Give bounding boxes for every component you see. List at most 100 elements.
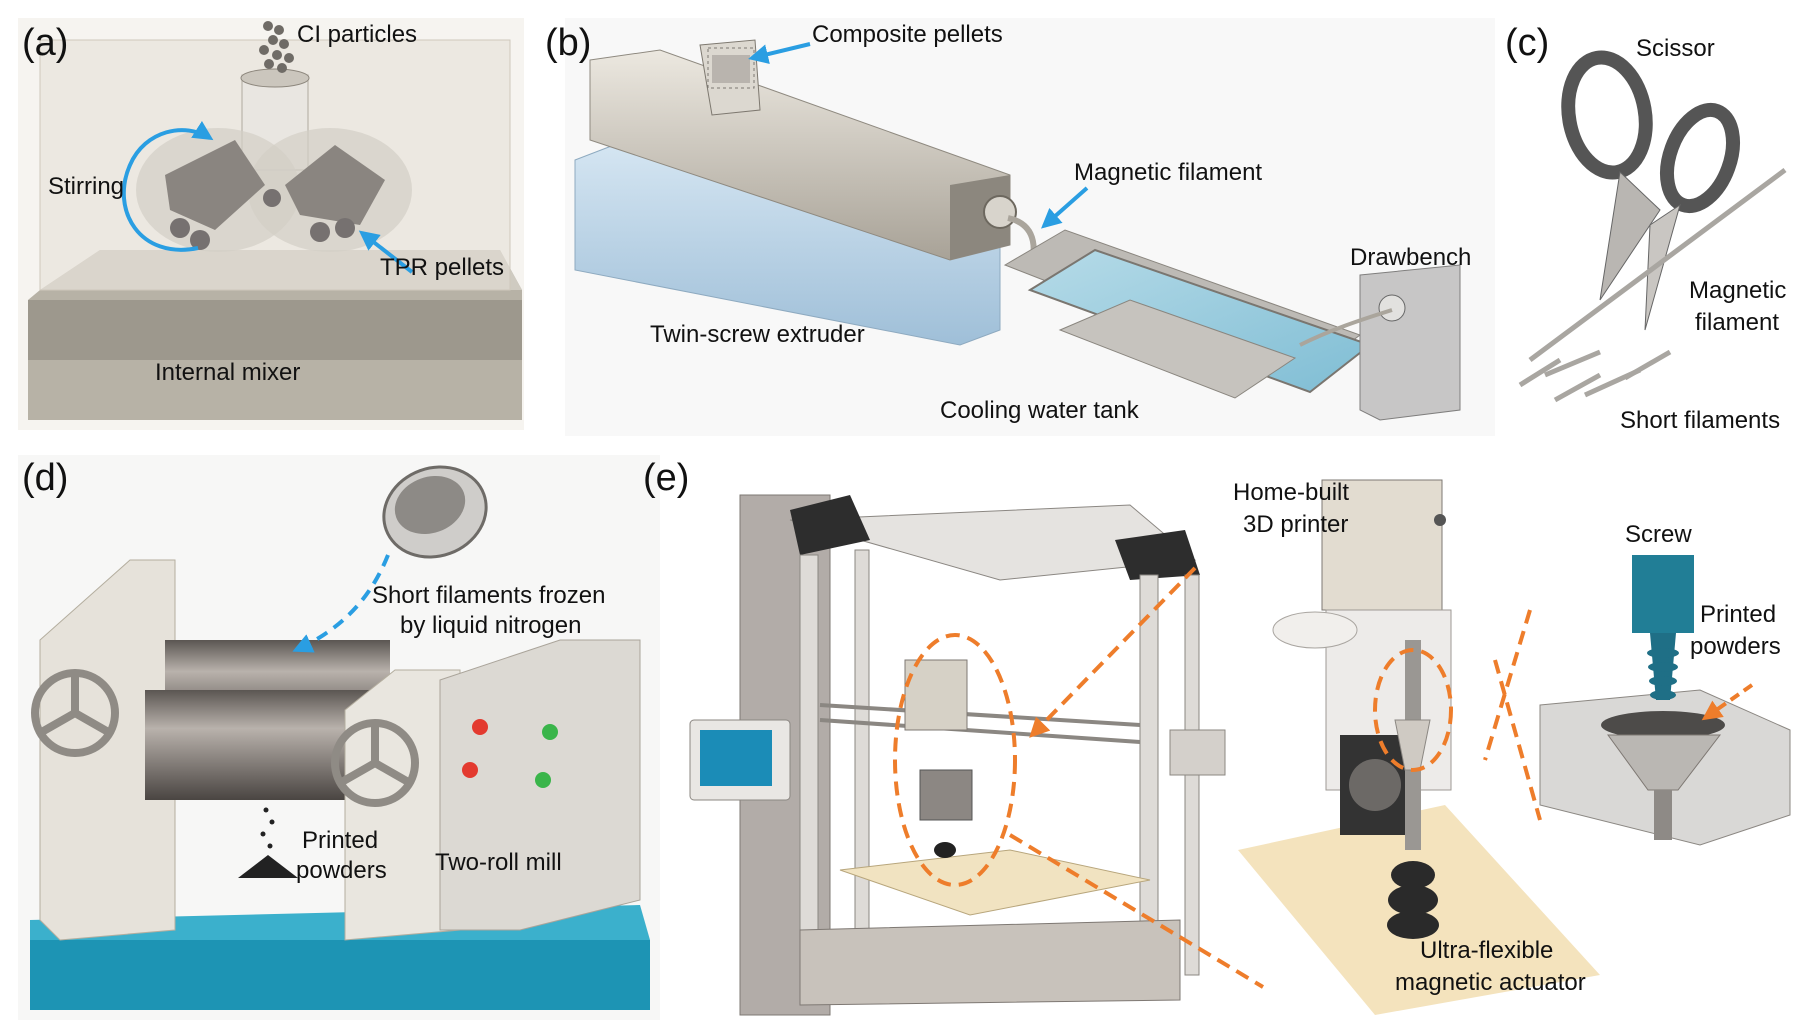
screw-detail (1539, 555, 1791, 846)
panel-c: (c) Scissor Magnetic filament Short fila… (1505, 22, 1787, 434)
printed-powders-pile (238, 807, 298, 878)
printed-actuator-small (934, 842, 956, 858)
mixer-front-face (28, 300, 522, 360)
magnetic-filament-arrow (1041, 186, 1089, 229)
printer-post-1 (799, 554, 819, 986)
scissor-handle-left (1561, 50, 1653, 180)
screw-zoom-guide-upper (1483, 609, 1532, 761)
cooling-water-tank-label: Cooling water tank (940, 397, 1140, 424)
actuator-label-line1: Ultra-flexible (1420, 937, 1553, 964)
printer-corner-right (1115, 530, 1200, 580)
two-roll-mill-label: Two-roll mill (435, 849, 562, 876)
printed-powders-label-d-line1: Printed (302, 827, 378, 854)
home-built-label-line1: Home-built (1233, 479, 1349, 506)
magnetic-filament-label-c-line1: Magnetic (1689, 277, 1786, 304)
scissor-handle-right (1660, 102, 1740, 214)
scissor-blade-right (1644, 203, 1681, 331)
roller-front (145, 690, 380, 800)
zoomed-motor-screw-hole (1434, 514, 1446, 526)
printer-frame (739, 494, 1226, 1016)
ci-particles-label: CI particles (297, 21, 417, 48)
home-built-label-line2: 3D printer (1243, 511, 1348, 538)
printer-rail-1 (819, 703, 1141, 727)
tank-base (1058, 299, 1297, 399)
printed-powders-label-e-line2: powders (1690, 633, 1781, 660)
frozen-filaments-arrow (292, 554, 390, 653)
print-head-fan (919, 769, 973, 821)
scissor-label: Scissor (1636, 35, 1715, 62)
zoomed-fan-blade (1349, 759, 1401, 811)
zoomed-powder-hopper (1272, 611, 1358, 649)
print-bed (839, 849, 1151, 916)
panel-a: (a) CI particles Stirring TPR pellets In… (18, 18, 524, 430)
drawbench-body (1359, 264, 1461, 421)
mixer-rotors (136, 128, 412, 252)
hand-wheel-left (31, 669, 119, 757)
mill-base-front (30, 940, 650, 1010)
zoomed-screw-highlight-ellipse (1373, 648, 1453, 772)
bowl-interior (394, 475, 466, 535)
printed-powders-label-d-line2: powders (296, 857, 387, 884)
screw-outlet (1654, 790, 1672, 840)
screw-shaft-top (1632, 555, 1694, 633)
stirring-label: Stirring (48, 173, 124, 200)
zoom-guide-line-lower (1008, 833, 1265, 989)
mill-frame-left (39, 559, 176, 941)
scissor-blade-left (1599, 170, 1661, 301)
filament-to-drawbench (1299, 308, 1393, 347)
panel-c-tag: (c) (1505, 22, 1549, 64)
frozen-label-line1: Short filaments frozen (372, 582, 605, 609)
composite-pellets-icon (707, 47, 755, 89)
short-filaments (1518, 349, 1672, 403)
panel-b: (b) Composite pellets Magnetic filament … (545, 18, 1495, 436)
green-button-2 (535, 772, 551, 788)
tpr-pellets-label: TPR pellets (380, 254, 504, 281)
printer-post-2 (854, 549, 870, 991)
print-head (904, 659, 968, 731)
printer-side-motor (1169, 729, 1226, 776)
frozen-label-line2: by liquid nitrogen (400, 612, 581, 639)
actuator-bellow-3 (1387, 911, 1439, 939)
red-button-2 (462, 762, 478, 778)
home-built-printer-arrow (1029, 566, 1197, 738)
actuator-label-line2: magnetic actuator (1395, 969, 1586, 996)
long-magnetic-filament (1528, 167, 1787, 363)
actuator-bellow-2 (1388, 885, 1438, 915)
screw-threads (1647, 648, 1679, 700)
ci-particles-icon (259, 21, 294, 73)
hopper-rim (240, 68, 310, 88)
drawbench-label: Drawbench (1350, 244, 1471, 271)
internal-mixer-label: Internal mixer (155, 359, 300, 386)
short-filaments-label: Short filaments (1620, 407, 1780, 434)
red-button-1 (472, 719, 488, 735)
screw-zoom-guide-lower (1493, 659, 1542, 821)
hand-wheel-right (331, 719, 419, 807)
screw-powder-bed (1601, 711, 1725, 739)
panel-e-tag: (e) (643, 457, 689, 499)
composite-pellets-label: Composite pellets (812, 21, 1003, 48)
panel-e: (e) Home-built 3D printer Screw Printed … (643, 457, 1791, 1016)
green-button-1 (542, 724, 558, 740)
panel-d-tag: (d) (22, 457, 68, 499)
magnetic-filament-label: Magnetic filament (1074, 159, 1262, 186)
printer-screen-display (700, 730, 772, 786)
printed-powders-label-e-line1: Printed (1700, 601, 1776, 628)
magnetic-filament-label-c-line2: filament (1695, 309, 1779, 336)
screw-label: Screw (1625, 521, 1692, 548)
drawbench-roller (1378, 294, 1406, 322)
composite-pellets-arrow (748, 42, 811, 64)
screw-funnel (1607, 734, 1722, 791)
printer-base (799, 919, 1181, 1006)
panel-a-tag: (a) (22, 22, 68, 64)
printer-rail-2 (819, 718, 1141, 744)
printed-powders-arrow-e (1701, 683, 1754, 721)
extruder-die (983, 195, 1017, 229)
panel-b-tag: (b) (545, 22, 591, 64)
panel-d: (d) Short filaments frozen by liquid nit… (18, 455, 660, 1020)
actuator-bellow-1 (1391, 861, 1435, 889)
zoomed-extruder (1238, 479, 1600, 1015)
stirring-arrow (121, 120, 214, 252)
zoomed-motor-housing (1321, 479, 1443, 611)
twin-screw-extruder-label: Twin-screw extruder (650, 321, 865, 348)
